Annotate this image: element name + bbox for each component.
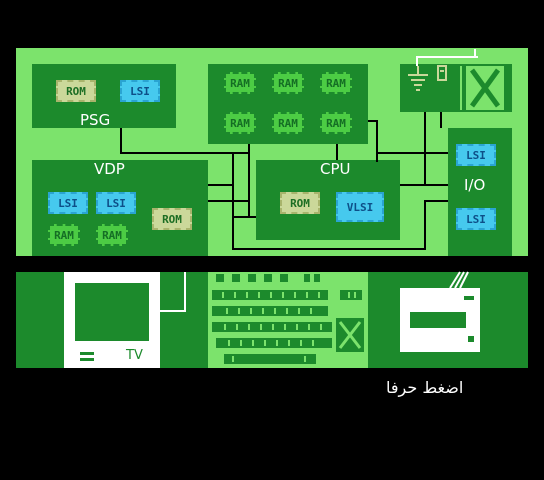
ram-chip: RAM (272, 112, 304, 134)
io-lsi-chip: LSI (456, 144, 496, 166)
io-label: I/O (464, 176, 486, 194)
bus-wire (232, 216, 256, 218)
cpu-vlsi-chip: VLSI (336, 192, 384, 222)
recorder-cable-icon (449, 271, 469, 289)
press-key-prompt: اضغط حرفا (386, 378, 464, 397)
vdp-rom-chip: ROM (152, 208, 192, 230)
bus-wire (440, 112, 442, 128)
psg-block: ROM LSI PSG (32, 64, 176, 129)
ram-chip: RAM (320, 72, 352, 94)
psg-rom-chip: ROM (56, 80, 96, 102)
vdp-label: VDP (94, 160, 125, 178)
vdp-lsi-chip: LSI (48, 192, 88, 214)
cartridge-slot-block (400, 64, 512, 112)
tv-cable (184, 272, 186, 312)
resistor-icon (437, 65, 447, 81)
cpu-rom-chip: ROM (280, 192, 320, 214)
bus-wire (368, 120, 378, 122)
cpu-block: CPU ROM VLSI (256, 160, 400, 240)
ram-chip: RAM (224, 112, 256, 134)
ram-bank-block: RAM RAM RAM RAM RAM RAM (208, 64, 368, 144)
recorder-button-icon (464, 296, 474, 300)
vdp-ram-chip: RAM (96, 224, 128, 246)
cpu-label: CPU (320, 160, 351, 178)
antenna-wire (416, 56, 478, 58)
connector-icon (460, 66, 504, 110)
bus-wire (232, 248, 426, 250)
bus-wire (424, 200, 448, 202)
bus-wire (336, 144, 338, 160)
tv-unit: TV (64, 272, 160, 368)
bus-wire (208, 200, 250, 202)
tv-control-icon (80, 352, 94, 355)
bus-wire (248, 144, 250, 216)
tv-cable (160, 310, 186, 312)
tv-screen (72, 280, 152, 344)
io-block: LSI I/O LSI (448, 128, 512, 256)
vdp-lsi-chip: LSI (96, 192, 136, 214)
psg-label: PSG (80, 111, 111, 129)
bus-wire (424, 112, 426, 186)
antenna-wire (474, 49, 476, 58)
antenna-wire (416, 56, 418, 66)
ram-chip: RAM (320, 112, 352, 134)
io-lsi-chip: LSI (456, 208, 496, 230)
ground-symbol-icon (408, 66, 428, 91)
vdp-ram-chip: RAM (48, 224, 80, 246)
bus-wire (208, 184, 234, 186)
tv-control-icon (80, 358, 94, 361)
psg-lsi-chip: LSI (120, 80, 160, 102)
keyboard-keys-icon (212, 274, 364, 364)
bus-wire (376, 120, 378, 162)
data-recorder-unit (400, 288, 480, 352)
ram-chip: RAM (272, 72, 304, 94)
tv-label: TV (126, 348, 143, 363)
bus-wire (424, 200, 426, 250)
bus-wire (120, 128, 122, 152)
cassette-window (410, 312, 466, 328)
recorder-led-icon (468, 336, 474, 342)
ram-chip: RAM (224, 72, 256, 94)
keyboard-unit (208, 272, 368, 368)
vdp-block: VDP LSI LSI ROM RAM RAM (32, 160, 208, 256)
bus-wire (376, 152, 448, 154)
bus-wire (120, 152, 248, 154)
